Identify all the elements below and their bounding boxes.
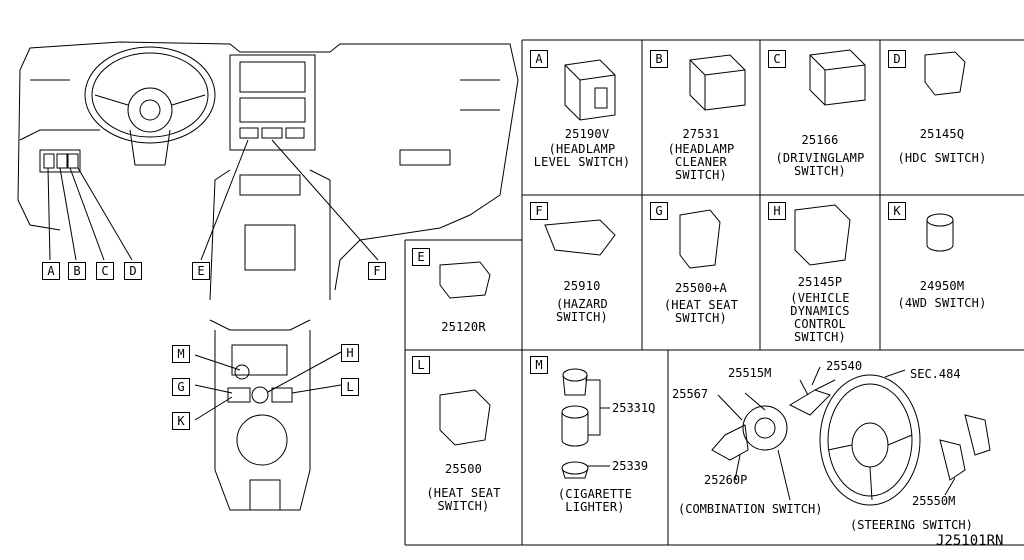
callout-m: M xyxy=(172,345,190,363)
panel-f-part: 25910 xyxy=(563,279,601,293)
panel-l-letter: L xyxy=(412,356,430,374)
panel-f-letter: F xyxy=(530,202,548,220)
callout-k: H xyxy=(341,344,359,362)
diagram-id: J25101RN xyxy=(936,533,1004,549)
callout-g: G xyxy=(172,378,190,396)
panel-b-part: 27531 xyxy=(682,127,720,141)
panel-a-letter: A xyxy=(530,50,548,68)
panel-g-letter: G xyxy=(650,202,668,220)
panel-g-desc: (HEAT SEAT SWITCH) xyxy=(663,298,739,325)
panel-c-part: 25166 xyxy=(801,133,839,147)
steering-switch-desc: (STEERING SWITCH) xyxy=(850,518,973,532)
callout-h: K xyxy=(172,412,190,430)
panel-e-part: 25120R xyxy=(441,320,486,334)
combo-part-25540: 25540 xyxy=(826,359,863,373)
panel-a-desc: (HEADLAMP LEVEL SWITCH) xyxy=(533,142,631,169)
callout-d: D xyxy=(124,262,142,280)
callout-e: E xyxy=(192,262,210,280)
panel-k-letter: K xyxy=(888,202,906,220)
panel-d-desc: (HDC SWITCH) xyxy=(897,151,987,165)
combo-part-25567: 25567 xyxy=(672,387,709,401)
combination-switch-desc: (COMBINATION SWITCH) xyxy=(678,502,823,516)
callout-c: C xyxy=(96,262,114,280)
panel-g-part: 25500+A xyxy=(675,281,727,295)
panel-d-letter: D xyxy=(888,50,906,68)
panel-l-desc: (HEAT SEAT SWITCH) xyxy=(426,486,501,513)
callout-a: A xyxy=(42,262,60,280)
combo-part-25260p: 25260P xyxy=(704,473,748,487)
panel-e-letter: E xyxy=(412,248,430,266)
panel-m-letter: M xyxy=(530,356,548,374)
steering-sec-ref: SEC.484 xyxy=(910,367,961,381)
panel-h-part: 25145P xyxy=(797,275,843,289)
steering-part-25550m: 25550M xyxy=(912,494,956,508)
panel-h-letter: H xyxy=(768,202,786,220)
callout-l: L xyxy=(341,378,359,396)
panel-l-part: 25500 xyxy=(444,462,483,476)
panel-b-desc: (HEADLAMP CLEANER SWITCH) xyxy=(667,142,735,182)
panel-k-part: 24950M xyxy=(919,279,965,293)
panel-b-letter: B xyxy=(650,50,668,68)
combo-part-25515m: 25515M xyxy=(728,366,772,380)
panel-c-desc: (DRIVINGLAMP SWITCH) xyxy=(775,151,865,178)
panel-h-desc: (VEHICLE DYNAMICS CONTROL SWITCH) xyxy=(790,291,850,344)
panel-d-part: 25145Q xyxy=(919,127,965,141)
panel-c-letter: C xyxy=(768,50,786,68)
panel-m-part-1: 25331Q xyxy=(612,401,656,415)
panel-f-desc: (HAZARD SWITCH) xyxy=(556,297,608,324)
callout-b: B xyxy=(68,262,86,280)
panel-k-desc: (4WD SWITCH) xyxy=(897,296,987,310)
panel-a-part: 25190V xyxy=(564,127,610,141)
panel-m-part-2: 25339 xyxy=(612,459,649,473)
panel-m-desc: (CIGARETTE LIGHTER) xyxy=(557,487,633,514)
callout-f: F xyxy=(368,262,386,280)
